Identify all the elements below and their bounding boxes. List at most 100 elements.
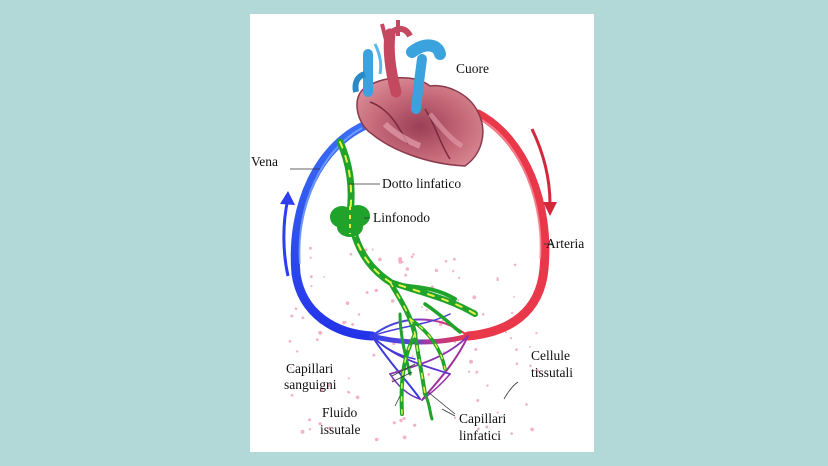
lymph-vessel <box>336 138 478 421</box>
tissue-cell-dot <box>288 340 292 343</box>
tissue-cell-dot <box>456 299 460 302</box>
tissue-cell-dot <box>412 253 415 256</box>
label-arteria: Arteria <box>546 236 584 251</box>
tissue-cell-dot <box>301 316 305 320</box>
tissue-cell-dot <box>294 307 298 310</box>
tissue-cell-dot <box>289 366 292 369</box>
label-capillari-linfatici-line1: Capillari <box>459 411 506 426</box>
tissue-cell-dot <box>472 295 477 300</box>
tissue-cell-dot <box>496 278 499 281</box>
tissue-cell-dot <box>398 259 403 264</box>
tissue-cell-dot <box>392 421 396 425</box>
label-cellule-tissutali-line2: tissutali <box>531 365 573 380</box>
tissue-cell-dot <box>290 393 294 397</box>
label-fluido-issutale-line2: issutale <box>320 422 361 437</box>
tissue-cell-dot <box>536 374 539 377</box>
vein-vessel-shine <box>298 127 363 265</box>
tissue-cell-dot <box>300 429 305 434</box>
artery-flow-arrow <box>530 128 557 216</box>
tissue-cell-dot <box>402 416 406 421</box>
tissue-cell-dot <box>319 387 324 392</box>
tissue-cell-dot <box>410 255 414 259</box>
tissue-cell-dot <box>528 345 531 348</box>
artery-vessel <box>463 109 550 341</box>
tissue-cell-dot <box>323 276 326 278</box>
tissue-cell-dot <box>469 359 473 364</box>
label-capillari-sanguigni-line1: Capillari <box>286 361 333 376</box>
tissue-cell-dot <box>475 370 479 374</box>
diagram-panel: Cuore Vena Dotto linfatico Linfonodo Art… <box>250 14 594 452</box>
tissue-cell-dot <box>496 411 499 414</box>
tissue-cell-dot <box>404 273 408 277</box>
tissue-cell-dot <box>308 428 312 431</box>
tissue-cell-dot <box>442 351 445 354</box>
tissue-cell-dot <box>496 276 499 279</box>
circulatory-lymphatic-diagram: Cuore Vena Dotto linfatico Linfonodo Art… <box>251 20 584 443</box>
label-fluido-issutale-line1: Fluido <box>322 405 358 420</box>
tissue-cell-dot <box>486 384 489 387</box>
tissue-cell-dot <box>405 267 410 271</box>
tissue-cell-dot <box>476 399 480 402</box>
tissue-cell-dot <box>399 418 403 423</box>
tissue-cell-dot <box>315 338 319 341</box>
tissue-cell-dot <box>308 418 312 422</box>
tissue-cell-dot <box>346 390 350 394</box>
lymph-node <box>330 205 370 237</box>
tissue-cell-dot <box>309 275 313 279</box>
tissue-cell-dot <box>425 309 428 312</box>
label-capillari-sanguigni-line2: sanguigni <box>284 377 337 392</box>
tissue-cell-dot <box>365 291 369 294</box>
tissue-cell-dot <box>485 425 489 429</box>
tissue-cell-dot <box>505 331 507 334</box>
tissue-cell-dot <box>290 314 294 318</box>
tissue-cell-dot <box>372 353 376 357</box>
tissue-cell-dot <box>535 369 540 373</box>
tissue-cell-dot <box>420 306 423 308</box>
tissue-cell-dot <box>357 313 361 316</box>
tissue-cell-dot <box>530 427 534 432</box>
vein-vessel <box>290 119 377 341</box>
tissue-cell-dot <box>310 285 313 288</box>
tissue-cell-dot <box>328 426 332 430</box>
tissue-cell-dot <box>509 336 513 340</box>
tissue-cell-dot <box>513 263 517 267</box>
tissue-cell-dot <box>510 432 514 435</box>
label-linfonodo: Linfonodo <box>373 210 430 225</box>
tissue-cell-dot <box>402 435 407 440</box>
label-leader-lines <box>290 168 552 417</box>
tissue-cell-dot <box>481 313 485 316</box>
tissue-cell-dot <box>427 373 431 376</box>
tissue-cell-dot <box>434 268 439 273</box>
tissue-cell-dot <box>342 321 346 325</box>
tissue-cell-dot <box>326 383 331 388</box>
tissue-cell-dot <box>318 422 322 426</box>
tissue-cell-dot <box>371 248 374 251</box>
tissue-cell-dot <box>349 252 353 256</box>
label-cuore: Cuore <box>456 61 489 76</box>
tissue-cell-dot <box>295 350 299 353</box>
tissue-cell-dot <box>477 427 480 431</box>
tissue-cell-dot <box>344 321 347 323</box>
tissue-cell-dot <box>374 437 379 442</box>
tissue-cell-dot <box>474 348 478 351</box>
label-capillari-linfatici-line2: linfatici <box>459 428 501 443</box>
vein-flow-arrow <box>280 191 295 277</box>
tissue-cell-dot <box>308 246 312 250</box>
label-dotto-linfatico: Dotto linfatico <box>382 176 461 191</box>
tissue-cell-dot <box>398 257 403 262</box>
tissue-cell-dot <box>318 330 323 335</box>
tissue-cell-dot <box>374 288 379 293</box>
label-vena: Vena <box>251 154 278 169</box>
tissue-cell-dot <box>515 348 518 351</box>
label-cellule-tissutali-line1: Cellule <box>531 348 570 363</box>
tissue-cell-dot <box>378 257 382 262</box>
tissue-cell-dot <box>453 416 457 420</box>
tissue-cell-dot <box>454 341 457 344</box>
tissue-cell-dot <box>458 276 461 279</box>
tissue-cell-dot <box>355 395 360 400</box>
tissue-cell-dot <box>441 319 444 322</box>
tissue-cell-dot <box>390 299 395 303</box>
tissue-cell-dot <box>452 270 455 273</box>
heart <box>352 20 484 167</box>
